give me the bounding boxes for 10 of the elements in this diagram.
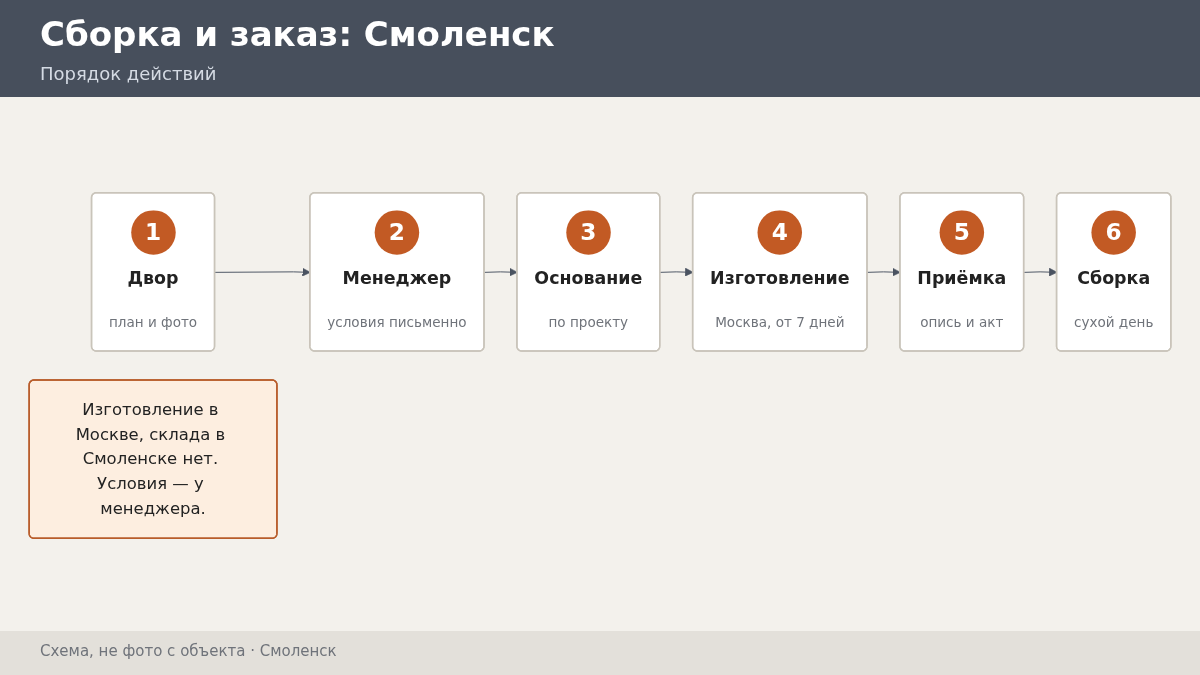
note-box: Изготовление в Москве, склада в Смоленске нет. Условия — у менеджера. <box>28 378 278 539</box>
subtitle: Порядок действий <box>40 63 217 84</box>
step-card: 4 Изготовление Москва, от 7 дней <box>691 191 868 352</box>
footer-note: Схема, не фото с объекта · Смоленск <box>40 642 337 660</box>
step-card: 6 Сборка сухой день <box>1055 191 1172 352</box>
step-card: 1 Двор план и фото <box>90 191 216 352</box>
diagram-title: Сборка и заказ: Смоленск <box>40 14 555 54</box>
step-card: 5 Приёмка опись и акт <box>899 191 1025 352</box>
step-card: 2 Менеджер условия письменно <box>309 191 485 352</box>
step-card: 3 Основание по проекту <box>516 191 661 352</box>
